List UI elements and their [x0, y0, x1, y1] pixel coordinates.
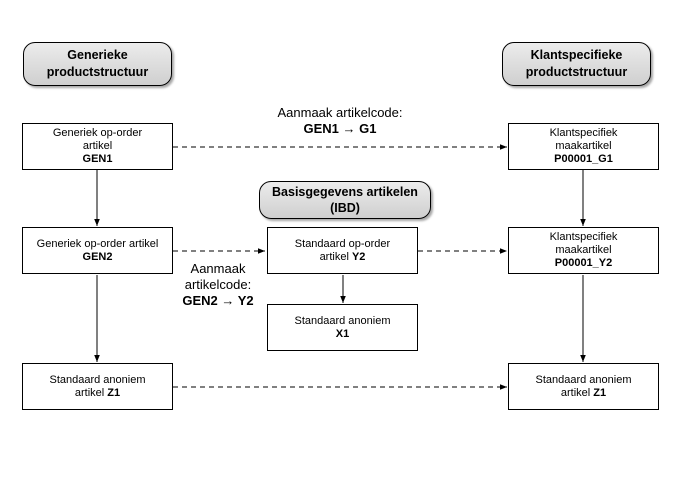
item-code: X1 [335, 327, 350, 340]
label-text: Aanmaak [190, 261, 246, 276]
box-z1-left: Standaard anoniem artikel Z1 [22, 363, 173, 410]
header-customer-structure: Klantspecifieke productstructuur [502, 42, 651, 86]
box-text: Standaard anoniem [294, 314, 391, 327]
label-create-code-top: Aanmaak artikelcode: GEN1 → G1 [240, 105, 440, 137]
box-text: Klantspecifiek [549, 127, 618, 139]
label-text: Aanmaak artikelcode: [277, 105, 403, 120]
item-code: Z1 [593, 386, 607, 399]
box-text-line: artikel Z1 [75, 387, 120, 400]
box-text: artikel [74, 386, 108, 399]
label-mapping: GEN1 → G1 [303, 121, 377, 136]
item-code: Y2 [351, 250, 366, 263]
box-text: maakartikel [555, 140, 612, 152]
box-p00001-g1: Klantspecifiek maakartikel P00001_G1 [508, 123, 659, 170]
box-text: artikel [82, 140, 113, 152]
box-text: maakartikel [555, 244, 612, 256]
box-x1: Standaard anoniem X1 [267, 304, 418, 351]
label-mapping: GEN2 → Y2 [182, 293, 254, 308]
box-y2: Standaard op-order artikel Y2 [267, 227, 418, 274]
box-gen1: Generiek op-order artikel GEN1 [22, 123, 173, 170]
box-text-line: artikel Y2 [320, 251, 366, 264]
label-create-code-mid: Aanmaak artikelcode: GEN2 → Y2 [168, 261, 268, 309]
item-code: P00001_Y2 [554, 257, 613, 269]
box-text: Standaard anoniem [535, 373, 632, 386]
item-code: GEN2 [82, 250, 113, 263]
box-text-line: artikel Z1 [561, 387, 606, 400]
header-basis-data: Basisgegevens artikelen (IBD) [259, 181, 431, 219]
box-text: Standaard op-order [294, 237, 391, 250]
box-text: artikel [319, 250, 352, 263]
box-z1-right: Standaard anoniem artikel Z1 [508, 363, 659, 410]
item-code: GEN1 [82, 153, 113, 165]
box-gen2: Generiek op-order artikel GEN2 [22, 227, 173, 274]
header-line: Klantspecifieke [530, 48, 623, 62]
box-text: Klantspecifiek [549, 231, 618, 243]
box-text: Generiek op-order [52, 127, 143, 139]
header-line: productstructuur [46, 65, 149, 79]
header-generic-structure: Generieke productstructuur [23, 42, 172, 86]
header-line: (IBD) [330, 201, 360, 215]
item-code: P00001_G1 [554, 153, 613, 165]
header-line: Basisgegevens artikelen [272, 185, 418, 199]
box-text: artikel [560, 386, 594, 399]
label-text: artikelcode: [184, 277, 252, 292]
header-line: Generieke [67, 48, 128, 62]
item-code: Z1 [107, 386, 121, 399]
box-text: Standaard anoniem [49, 373, 146, 386]
box-p00001-y2: Klantspecifiek maakartikel P00001_Y2 [508, 227, 659, 274]
header-line: productstructuur [525, 65, 628, 79]
box-text: Generiek op-order artikel [36, 237, 159, 250]
